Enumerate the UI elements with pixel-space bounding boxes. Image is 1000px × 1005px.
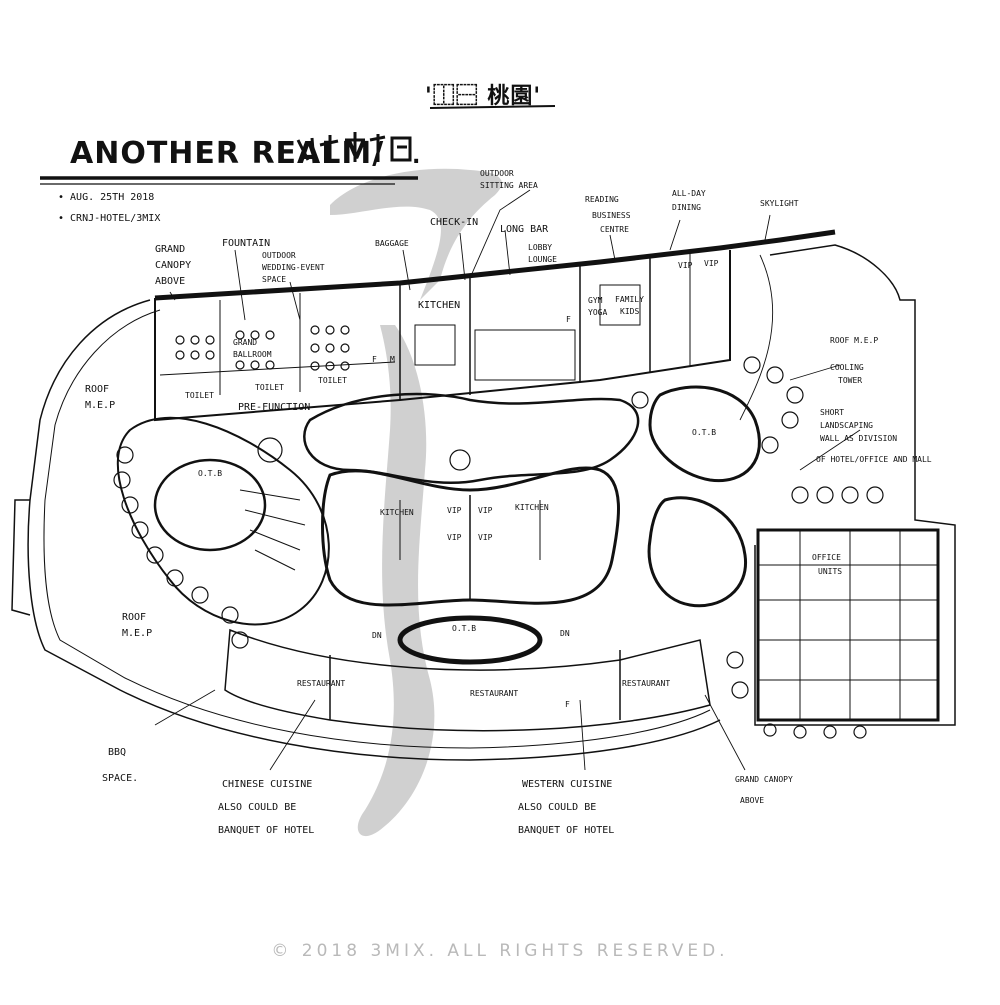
- label-kitchen-top: KITCHEN: [418, 300, 460, 311]
- title-chinese-scribble: [296, 132, 412, 164]
- left-amphitheater: [116, 416, 330, 626]
- label-all-day-2: DINING: [672, 203, 701, 212]
- label-family-1: FAMILY: [615, 295, 644, 304]
- mall-outline: [11, 244, 956, 761]
- label-fountain: FOUNTAIN: [222, 238, 270, 249]
- label-skylight: SKYLIGHT: [760, 199, 799, 208]
- label-grand-canopy-1: GRAND: [155, 244, 185, 255]
- annotations-top: GRAND CANOPY ABOVE FOUNTAIN OUTDOOR WEDD…: [155, 169, 799, 287]
- label-grand-ballroom-2: BALLROOM: [233, 350, 272, 359]
- label-dn-left: DN: [372, 631, 382, 640]
- project-code: • CRNJ-HOTEL/3MIX: [58, 213, 160, 224]
- label-lobby-lounge-1: LOBBY: [528, 243, 552, 252]
- label-cooling-2: TOWER: [838, 376, 862, 385]
- top-chinese-note: '⿰⿱ 桃園': [425, 84, 541, 109]
- copyright-notice: © 2018 3MIX. ALL RIGHTS RESERVED.: [271, 941, 729, 961]
- label-otb-bottom: O.T.B: [452, 624, 476, 633]
- hotel-building-top: [154, 229, 836, 422]
- label-f-2: F: [372, 355, 377, 364]
- otb-bottom-bar: [397, 615, 543, 665]
- label-reading-2: BUSINESS: [592, 211, 631, 220]
- office-block: [756, 528, 940, 722]
- annotations-bottom: BBQ SPACE. CHINESE CUISINE ALSO COULD BE…: [102, 747, 793, 836]
- central-courtyard: [303, 392, 640, 665]
- label-baggage: BAGGAGE: [375, 239, 409, 248]
- restaurant-strip: [224, 628, 711, 732]
- title-block: '⿰⿱ 桃園' ANOTHER REALM/ . • Aug. 25TH 201…: [40, 84, 556, 224]
- label-chinese-2: ALSO COULD BE: [218, 802, 296, 813]
- label-reading-1: READING: [585, 195, 619, 204]
- label-toilet-1: TOILET: [185, 391, 214, 400]
- label-outdoor-sitting-1: OUTDOOR: [480, 169, 514, 178]
- label-gym-2: YOGA: [588, 308, 607, 317]
- drawing-date: • Aug. 25TH 2018: [58, 192, 154, 203]
- label-vip-mid-3: VIP: [447, 533, 462, 542]
- label-roof-mep-left-2: M.E.P: [85, 400, 115, 411]
- label-vip-top-2: VIP: [704, 259, 719, 268]
- leader-lines: [154, 189, 861, 771]
- label-short-landscaping-4: OF HOTEL/OFFICE AND MALL: [816, 455, 932, 464]
- label-restaurant-left: RESTAURANT: [297, 679, 345, 688]
- label-dn-right: DN: [560, 629, 570, 638]
- label-canopy-bottom-2: ABOVE: [740, 796, 764, 805]
- label-short-landscaping-1: SHORT: [820, 408, 844, 417]
- label-outdoor-wedding-1: OUTDOOR: [262, 251, 296, 260]
- label-vip-mid-4: VIP: [478, 533, 493, 542]
- label-f-3: F: [565, 700, 570, 709]
- label-western-3: BANQUET OF HOTEL: [518, 825, 614, 836]
- label-bbq-1: BBQ: [108, 747, 126, 758]
- svg-text:.: .: [412, 144, 421, 169]
- label-short-landscaping-3: WALL AS DIVISION: [820, 434, 897, 443]
- label-cooling-1: COOLING: [830, 363, 864, 372]
- label-vip-mid-2: VIP: [478, 506, 493, 515]
- label-roof-mep-right: ROOF M.E.P: [830, 336, 878, 345]
- label-check-in: CHECK-IN: [430, 217, 478, 228]
- label-toilet-3: TOILET: [318, 376, 347, 385]
- label-pre-function: PRE-FUNCTION: [238, 402, 310, 413]
- label-vip-top-1: VIP: [678, 261, 693, 270]
- label-toilet-2: TOILET: [255, 383, 284, 392]
- watermark-brush-stroke: [330, 168, 502, 837]
- annotations-interior: KITCHEN GRAND BALLROOM TOILET TOILET TOI…: [185, 259, 842, 709]
- label-canopy-bottom-1: GRAND CANOPY: [735, 775, 793, 784]
- annotations-side: ROOF M.E.P ROOF M.E.P ROOF M.E.P COOLING…: [85, 336, 932, 639]
- label-kitchen-mid-left: KITCHEN: [380, 508, 414, 517]
- landscape-trees: [113, 356, 884, 739]
- label-restaurant-mid: RESTAURANT: [470, 689, 518, 698]
- label-outdoor-wedding-3: SPACE: [262, 275, 286, 284]
- label-chinese-1: CHINESE CUISINE: [222, 779, 312, 790]
- label-grand-ballroom-1: GRAND: [233, 338, 257, 347]
- label-otb-right: O.T.B: [692, 428, 716, 437]
- label-western-1: WESTERN CUISINE: [522, 779, 612, 790]
- label-family-2: KIDS: [620, 307, 639, 316]
- label-outdoor-wedding-2: WEDDING-EVENT: [262, 263, 325, 272]
- label-grand-canopy-3: ABOVE: [155, 276, 185, 287]
- label-office-2: UNITS: [818, 567, 842, 576]
- label-roof-mep-lower-1: ROOF: [122, 612, 146, 623]
- label-all-day-1: ALL-DAY: [672, 189, 706, 198]
- label-grand-canopy-2: CANOPY: [155, 260, 191, 271]
- label-short-landscaping-2: LANDSCAPING: [820, 421, 873, 430]
- label-chinese-3: BANQUET OF HOTEL: [218, 825, 314, 836]
- label-roof-mep-lower-2: M.E.P: [122, 628, 152, 639]
- label-otb-left: O.T.B: [198, 469, 222, 478]
- label-outdoor-sitting-2: SITTING AREA: [480, 181, 538, 190]
- label-restaurant-right: RESTAURANT: [622, 679, 670, 688]
- label-f-1: F: [566, 315, 571, 324]
- label-bbq-2: SPACE.: [102, 773, 138, 784]
- ballroom-seating: [175, 325, 350, 371]
- label-kitchen-mid-right: KITCHEN: [515, 503, 549, 512]
- label-reading-3: CENTRE: [600, 225, 629, 234]
- label-m-1: M: [390, 355, 395, 364]
- label-vip-mid-1: VIP: [447, 506, 462, 515]
- label-lobby-lounge-2: LOUNGE: [528, 255, 557, 264]
- label-roof-mep-left-1: ROOF: [85, 384, 109, 395]
- label-office-1: OFFICE: [812, 553, 841, 562]
- label-long-bar: LONG BAR: [500, 224, 549, 235]
- right-otb-pool: [647, 385, 761, 608]
- label-western-2: ALSO COULD BE: [518, 802, 596, 813]
- label-gym-1: GYM: [588, 296, 603, 305]
